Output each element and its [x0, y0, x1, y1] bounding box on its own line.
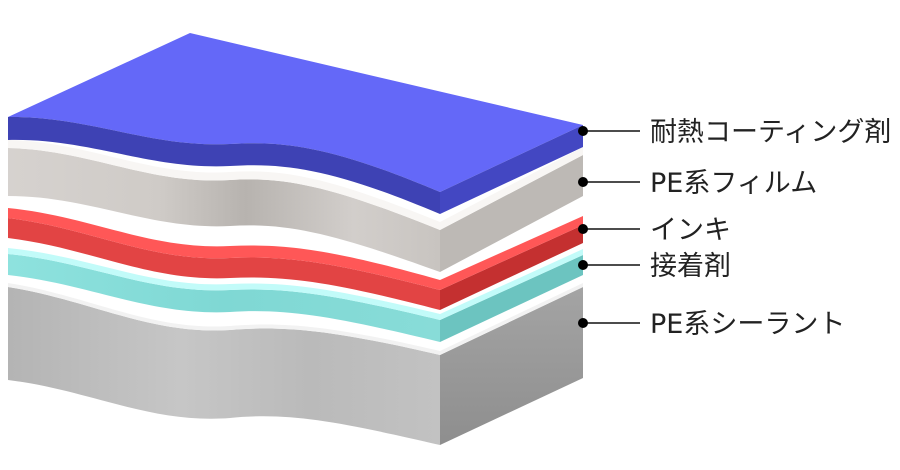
pe-film-side-face — [440, 155, 583, 272]
callout-dot — [578, 260, 588, 270]
layer-adhesive — [8, 248, 583, 342]
label-pe-film: PE系フィルム — [650, 168, 817, 199]
callout-coating: 耐熱コーティング剤 — [578, 117, 891, 148]
callout-dot — [578, 177, 588, 187]
pe-film-front-face — [8, 148, 440, 272]
callout-dot — [578, 224, 588, 234]
label-pe-sealant: PE系シーラント — [650, 309, 845, 340]
sealant-front-face — [8, 287, 440, 445]
label-ink: インキ — [650, 215, 731, 246]
ink-top-face — [8, 208, 583, 290]
layer-ink — [8, 208, 583, 310]
pe-film-top-edge — [8, 140, 583, 230]
label-coating: 耐熱コーティング剤 — [650, 117, 891, 148]
layer-pe-film — [8, 140, 583, 272]
coating-front-face — [8, 116, 440, 214]
layer-pe-sealant — [8, 283, 583, 445]
sealant-side-face — [440, 287, 583, 445]
callout-ink: インキ — [578, 215, 731, 246]
callout-dot — [578, 318, 588, 328]
adhesive-front-face — [8, 254, 440, 342]
coating-side-face — [440, 125, 583, 214]
adhesive-side-face — [440, 255, 583, 342]
callout-pe-film: PE系フィルム — [578, 168, 817, 199]
callout-dot — [578, 126, 588, 136]
ink-side-face — [440, 225, 583, 310]
layer-coating — [8, 33, 583, 214]
callout-adhesive: 接着剤 — [578, 251, 731, 282]
label-adhesive: 接着剤 — [650, 251, 731, 282]
callout-pe-sealant: PE系シーラント — [578, 309, 845, 340]
ink-front-face — [8, 218, 440, 310]
coating-top-face — [8, 33, 583, 192]
